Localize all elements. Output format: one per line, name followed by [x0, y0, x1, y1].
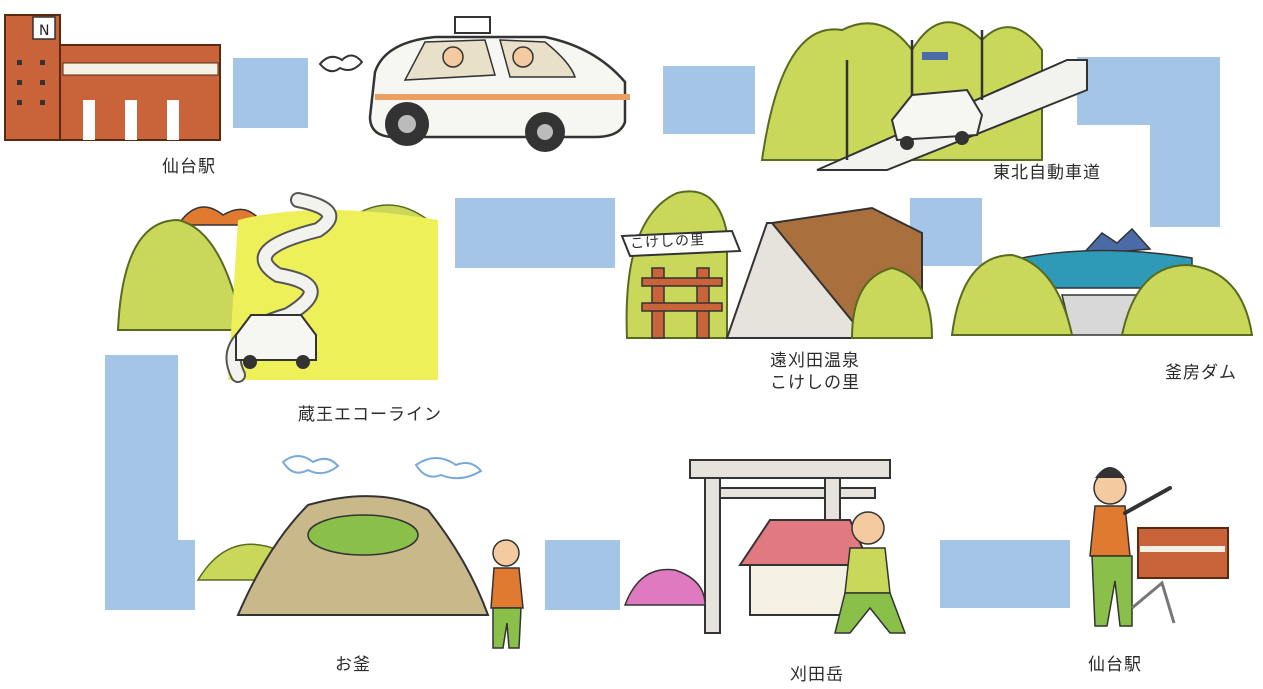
stop-label-katta-dake: 刈田岳: [790, 665, 844, 685]
svg-text:N: N: [39, 23, 49, 39]
sendai-station-illustration: N: [4, 14, 221, 141]
katta-dake-illustration: [623, 459, 907, 634]
stop-label-sendai-end: 仙台駅: [1088, 655, 1142, 675]
stop-label-sendai-start: 仙台駅: [162, 157, 216, 177]
expressway-illustration: [757, 0, 1088, 171]
route-connector-8: [940, 540, 1070, 608]
sendai-station-end-illustration: [1089, 467, 1229, 627]
stop-label-togatta-line2: こけしの里: [770, 373, 860, 393]
route-connector-1: [233, 58, 308, 128]
echo-line-illustration: [116, 192, 438, 383]
route-connector-5: [455, 198, 615, 268]
okama-illustration: [196, 455, 524, 649]
stop-label-togatta-line1: 遠刈田温泉: [770, 351, 860, 371]
stop-label-okama: お釜: [335, 655, 371, 675]
kokeshi-sign-text: こけしの里: [629, 232, 706, 252]
onsen-kokeshi-illustration: [620, 190, 934, 339]
route-connector-3-down: [1150, 57, 1220, 227]
route-connector-7: [545, 540, 620, 610]
stop-label-togatta-onsen: 遠刈田温泉 こけしの里: [770, 350, 860, 394]
stop-label-zao-echo-line: 蔵王エコーライン: [298, 405, 442, 425]
route-connector-2: [663, 66, 755, 134]
route-connector-6-right: [105, 540, 195, 610]
stop-label-expressway: 東北自動車道: [993, 163, 1101, 183]
dam-illustration: [950, 227, 1254, 336]
taxi-illustration: [318, 16, 630, 152]
stop-label-kamafusa-dam: 釜房ダム: [1165, 363, 1237, 383]
